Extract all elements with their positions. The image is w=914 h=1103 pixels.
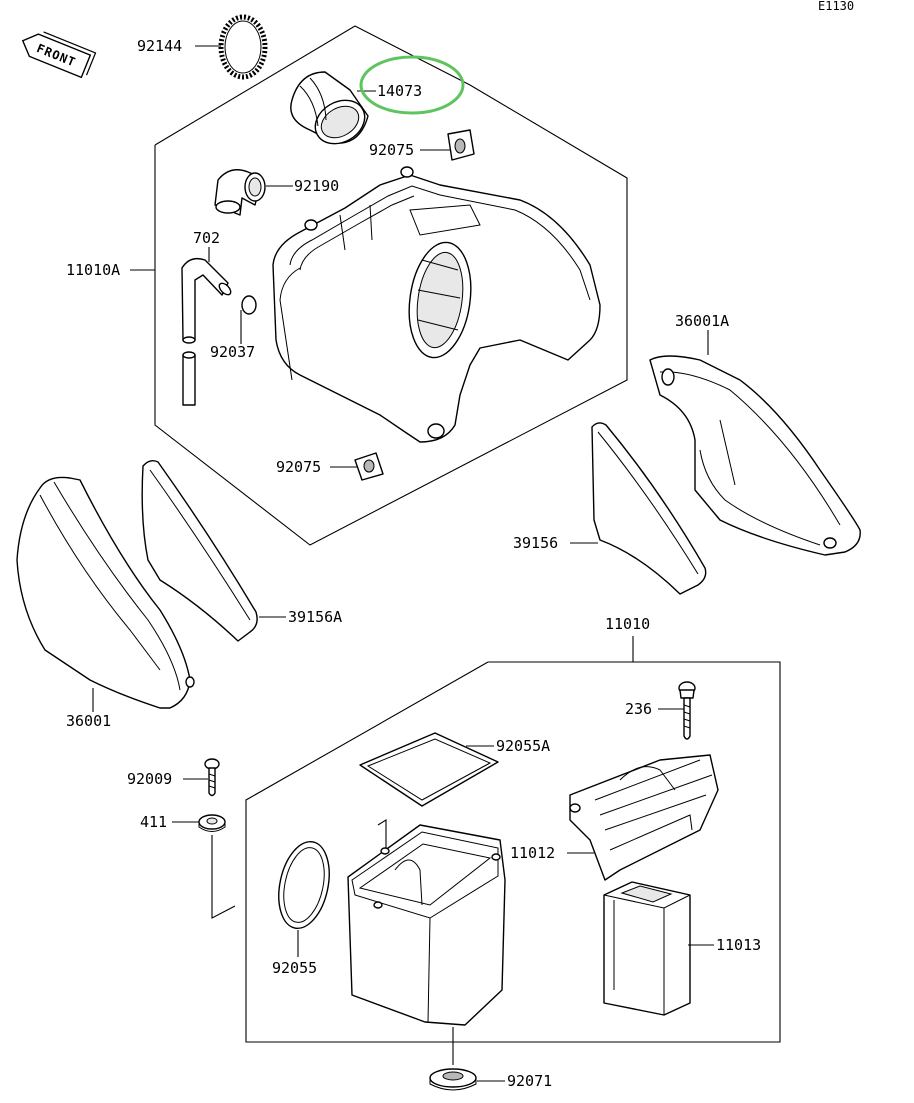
label-92190: 92190 xyxy=(294,177,339,195)
label-11010: 11010 xyxy=(605,615,650,633)
label-411: 411 xyxy=(140,813,167,831)
label-92071: 92071 xyxy=(507,1072,552,1090)
label-92075-lower: 92075 xyxy=(276,458,321,476)
part-39156a-filter xyxy=(141,459,258,642)
part-92037-clip xyxy=(241,295,257,315)
group-outline-11010 xyxy=(245,661,781,1043)
part-411-washer xyxy=(198,814,226,832)
part-92009-screw xyxy=(204,758,220,797)
highlight-ring xyxy=(359,55,465,115)
part-11010a-housing xyxy=(272,166,601,443)
label-92055: 92055 xyxy=(272,959,317,977)
label-11010a: 11010A xyxy=(66,261,120,279)
part-92190-elbow xyxy=(214,169,266,216)
label-92144: 92144 xyxy=(137,37,182,55)
part-236-bolt xyxy=(678,681,696,740)
label-36001: 36001 xyxy=(66,712,111,730)
label-92037: 92037 xyxy=(210,343,255,361)
label-92055a: 92055A xyxy=(496,737,550,755)
part-92055-seal xyxy=(278,840,330,930)
part-92075-grommet-upper xyxy=(447,129,475,161)
label-702: 702 xyxy=(193,229,220,247)
label-39156: 39156 xyxy=(513,534,558,552)
part-702-hose xyxy=(181,257,232,406)
part-airbox-case xyxy=(347,819,506,1026)
part-36001-cover xyxy=(16,476,195,709)
label-11013: 11013 xyxy=(716,936,761,954)
part-92071-grommet xyxy=(429,1068,477,1091)
label-36001a: 36001A xyxy=(675,312,729,330)
label-14073: 14073 xyxy=(377,82,422,100)
part-39156-filter xyxy=(591,422,707,595)
part-92055a-gasket xyxy=(359,732,499,807)
part-14073-duct xyxy=(290,71,369,145)
part-11013-element xyxy=(603,881,691,1016)
label-11012: 11012 xyxy=(510,844,555,862)
label-39156a: 39156A xyxy=(288,608,342,626)
front-arrow-icon: FRONT xyxy=(21,31,97,79)
label-92009: 92009 xyxy=(127,770,172,788)
part-92075-grommet-lower xyxy=(354,452,384,481)
diagram-code: E1130 xyxy=(818,0,854,13)
group-outline-11010a xyxy=(154,25,628,546)
label-92075-upper: 92075 xyxy=(369,141,414,159)
label-236: 236 xyxy=(625,700,652,718)
part-92144-clamp xyxy=(218,14,268,80)
part-11012-holder xyxy=(569,754,719,881)
part-36001a-cover xyxy=(649,355,861,556)
